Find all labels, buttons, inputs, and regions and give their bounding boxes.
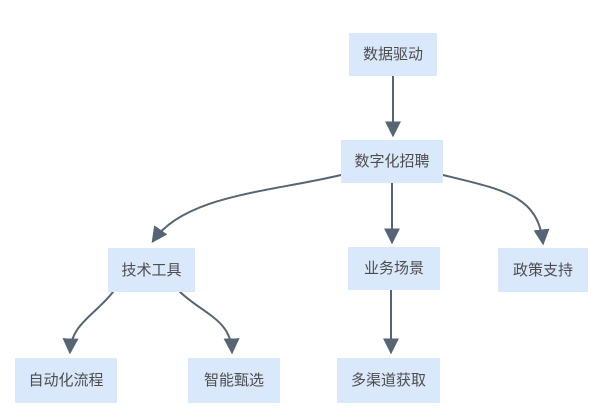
- node-smart-selection: 智能甄选: [188, 358, 280, 403]
- edge-tech-to-smart: [179, 291, 240, 355]
- node-policy-support: 政策支持: [498, 248, 588, 292]
- node-multichannel-acquisition: 多渠道获取: [337, 358, 440, 403]
- node-tech-tools: 技术工具: [108, 248, 195, 292]
- edge-digital-to-tech: [151, 174, 342, 243]
- node-automation-process: 自动化流程: [15, 358, 117, 403]
- edge-digital-to-policy: [442, 174, 550, 246]
- node-digital-recruitment: 数字化招聘: [341, 140, 443, 183]
- node-business-scenarios: 业务场景: [348, 247, 440, 290]
- node-data-driven: 数据驱动: [349, 33, 437, 76]
- edge-tech-to-automation: [62, 291, 114, 355]
